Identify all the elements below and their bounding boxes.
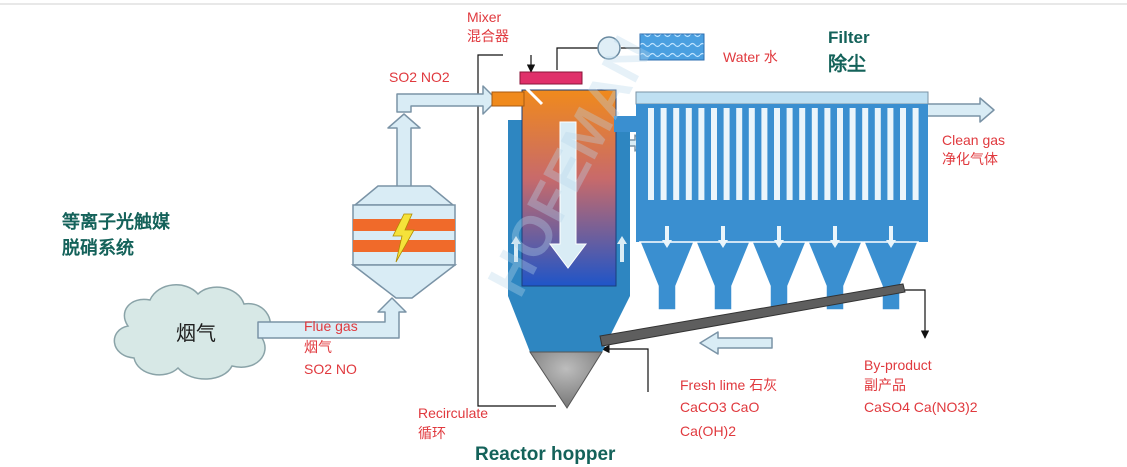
water-label: Water 水	[723, 49, 778, 65]
smoke-cloud-label: 烟气	[176, 322, 216, 345]
filter-hoppers	[638, 241, 920, 311]
reactor	[491, 71, 636, 409]
filter-bag	[824, 108, 831, 200]
filter-down-arrow	[662, 226, 672, 248]
filter-bag	[748, 108, 755, 200]
reactor-up-arrows	[511, 236, 627, 262]
filter-hopper	[750, 241, 808, 311]
filter-hopper	[694, 241, 752, 311]
smoke-cloud	[113, 284, 271, 380]
lightning-icon	[392, 213, 415, 263]
filter-bag	[811, 108, 818, 200]
filter-bag	[660, 108, 667, 200]
filter-bags	[648, 108, 919, 200]
filter-bag	[887, 108, 894, 200]
filter-bag	[711, 108, 717, 200]
filter-down-arrow	[830, 226, 840, 248]
pump-circle-icon	[597, 36, 621, 60]
filter-bag	[723, 108, 730, 200]
system-title-line1: 等离子光触媒	[62, 211, 171, 232]
filter-bag	[912, 108, 919, 200]
fresh-lime-formula-1: CaCO3 CaO	[680, 399, 759, 415]
bag-filter	[635, 91, 929, 311]
reactor-down-arrow	[549, 121, 587, 269]
flue-gas-label-cn: 烟气	[304, 339, 332, 355]
reactor-hopper-label: Reactor hopper	[475, 444, 616, 465]
so2no2-label: SO2 NO2	[389, 69, 450, 85]
control-lines	[477, 47, 930, 407]
lime-pile	[529, 351, 603, 409]
filter-bag	[736, 108, 743, 200]
clean-gas-label-cn: 净化气体	[942, 151, 998, 167]
filter-bag	[774, 108, 780, 200]
filter-bag	[698, 108, 705, 200]
filter-hopper	[806, 241, 864, 311]
filter-hopper	[638, 241, 696, 311]
filter-bag	[849, 108, 856, 200]
filter-bag	[648, 108, 654, 200]
filter-down-arrow	[774, 226, 784, 248]
filter-bag	[761, 108, 768, 200]
flue-gas-label-en: Flue gas	[304, 318, 358, 334]
byproduct-label-cn: 副产品	[864, 377, 906, 393]
filter-hopper	[862, 241, 920, 311]
mixer-label-en: Mixer	[467, 9, 502, 25]
recirculate-label-cn: 循环	[418, 425, 446, 441]
plasma-tower	[350, 185, 458, 299]
fresh-lime-formula-2: Ca(OH)2	[680, 423, 736, 439]
byproduct-label-en: By-product	[864, 357, 932, 373]
clean-gas-label-en: Clean gas	[942, 132, 1005, 148]
filter-bag	[837, 108, 843, 200]
filter-bag	[786, 108, 793, 200]
system-title-line2: 脱硝系统	[62, 237, 134, 258]
filter-bag	[900, 108, 906, 200]
mixer-label-cn: 混合器	[467, 28, 509, 44]
conveyor-screw	[599, 283, 906, 347]
filter-down-arrows	[662, 226, 896, 248]
filter-label-cn: 除尘	[828, 52, 866, 75]
filter-bag	[874, 108, 881, 200]
byproduct-formula: CaSO4 Ca(NO3)2	[864, 399, 978, 415]
filter-bag	[685, 108, 692, 200]
filter-label-en: Filter	[828, 28, 870, 47]
filter-bag	[862, 108, 869, 200]
water-tank-icon	[639, 33, 705, 61]
filter-down-arrow	[718, 226, 728, 248]
filter-bag	[799, 108, 806, 200]
mixer-unit	[519, 71, 583, 85]
filter-down-arrow	[886, 226, 896, 248]
flue-gas-formula: SO2 NO	[304, 361, 357, 377]
filter-bag	[673, 108, 680, 200]
recirculate-label-en: Recirculate	[418, 405, 488, 421]
fresh-lime-label: Fresh lime 石灰	[680, 377, 777, 393]
mixer-nozzle	[524, 86, 544, 106]
